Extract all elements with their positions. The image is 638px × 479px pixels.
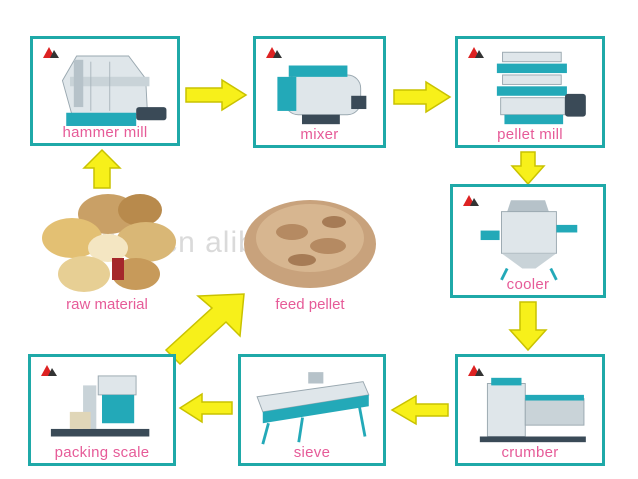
brand-logo-icon <box>266 47 282 58</box>
packing-scale-machine-icon <box>50 375 150 437</box>
pellet-mill-machine-icon <box>496 51 586 125</box>
sieve-machine-icon <box>256 372 370 445</box>
hammer-mill-box: hammer mill <box>30 36 180 146</box>
brand-logo-icon <box>468 365 484 376</box>
arrow-right-icon <box>185 78 248 112</box>
mixer-label: mixer <box>300 126 339 143</box>
crumber-machine-icon <box>479 377 586 443</box>
sieve-box: sieve <box>238 354 386 466</box>
cooler-label: cooler <box>506 276 550 293</box>
brand-logo-icon <box>43 47 59 58</box>
brand-logo-icon <box>463 195 479 206</box>
arrow-right-icon <box>393 80 452 114</box>
arrow-down-icon <box>510 151 546 186</box>
arrow-left-icon <box>178 392 233 424</box>
pellet-mill-box: pellet mill <box>455 36 605 148</box>
pellet-mill-label: pellet mill <box>497 126 563 143</box>
crumber-box: crumber <box>455 354 605 466</box>
cooler-box: cooler <box>450 184 606 298</box>
crumber-label: crumber <box>501 444 559 461</box>
pellets-photo-icon <box>244 200 376 288</box>
packing-scale-label: packing scale <box>54 444 150 461</box>
hammer-mill-machine-icon <box>61 55 167 126</box>
sieve-label: sieve <box>293 444 331 461</box>
mixer-box: mixer <box>253 36 386 148</box>
feed-pellet-label: feed pellet <box>275 296 345 313</box>
feed-pellet-area: feed pellet <box>230 186 390 320</box>
brand-logo-icon <box>468 47 484 58</box>
hammer-mill-label: hammer mill <box>62 124 148 141</box>
mixer-machine-icon <box>277 65 367 125</box>
raw-material-label: raw material <box>66 296 148 313</box>
cooler-machine-icon <box>480 200 578 281</box>
grains-photo-icon <box>42 194 176 292</box>
arrow-up-icon <box>82 148 122 189</box>
brand-logo-icon <box>41 365 57 376</box>
raw-material-area: raw material <box>28 190 186 320</box>
arrow-left-icon <box>390 394 449 426</box>
arrow-down-icon <box>508 301 548 352</box>
packing-scale-box: packing scale <box>28 354 176 466</box>
